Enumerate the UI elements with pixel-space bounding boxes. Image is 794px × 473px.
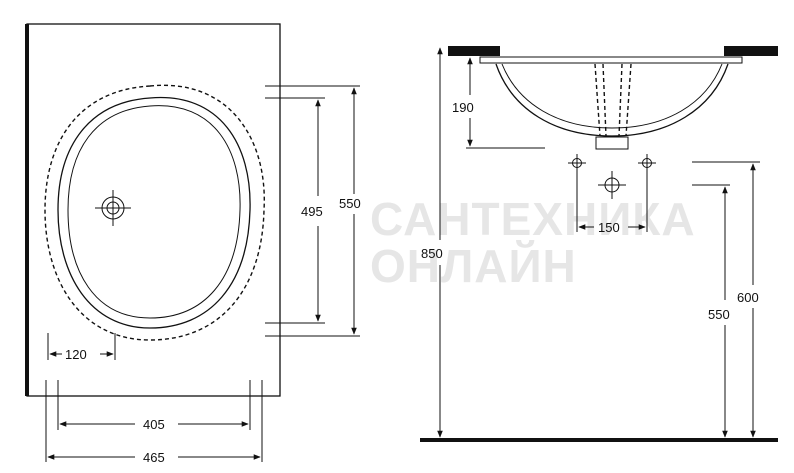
dim-inner-height: 495: [301, 204, 323, 219]
dim-drain-offset: 120: [65, 347, 87, 362]
basin-outer: [57, 96, 251, 329]
countertop-right: [724, 46, 778, 56]
dim-total-height: 850: [421, 246, 443, 261]
drain-pipe-icon: [598, 171, 626, 199]
dim-supply-height: 600: [737, 290, 759, 305]
tap-hole-right-icon: [638, 154, 656, 172]
top-view: 495 550 120 405 465: [25, 23, 361, 465]
basin-bowl-inner: [501, 63, 723, 129]
drain-icon: [95, 190, 131, 226]
watermark-line1: САНТЕХНИКА: [370, 193, 696, 245]
countertop-left: [448, 46, 500, 56]
basin-bowl: [495, 63, 729, 137]
cutout-outline: [44, 84, 265, 341]
watermark: САНТЕХНИКА ОНЛАЙН: [370, 193, 696, 292]
tap-hole-left-icon: [568, 154, 586, 172]
side-view: 190 150 850: [420, 46, 778, 442]
dim-outer-height: 550: [339, 196, 361, 211]
overflow-channel: [594, 63, 632, 137]
countertop-outline: [26, 23, 281, 397]
dim-depth: 190: [452, 100, 474, 115]
dim-drain-height: 550: [708, 307, 730, 322]
watermark-line2: ОНЛАЙН: [370, 240, 577, 292]
dim-outer-width: 465: [143, 450, 165, 465]
drain-outlet: [595, 136, 629, 150]
basin-rim: [479, 56, 743, 64]
dim-inner-width: 405: [143, 417, 165, 432]
basin-inner: [67, 105, 241, 319]
dim-tap-spacing: 150: [598, 220, 620, 235]
